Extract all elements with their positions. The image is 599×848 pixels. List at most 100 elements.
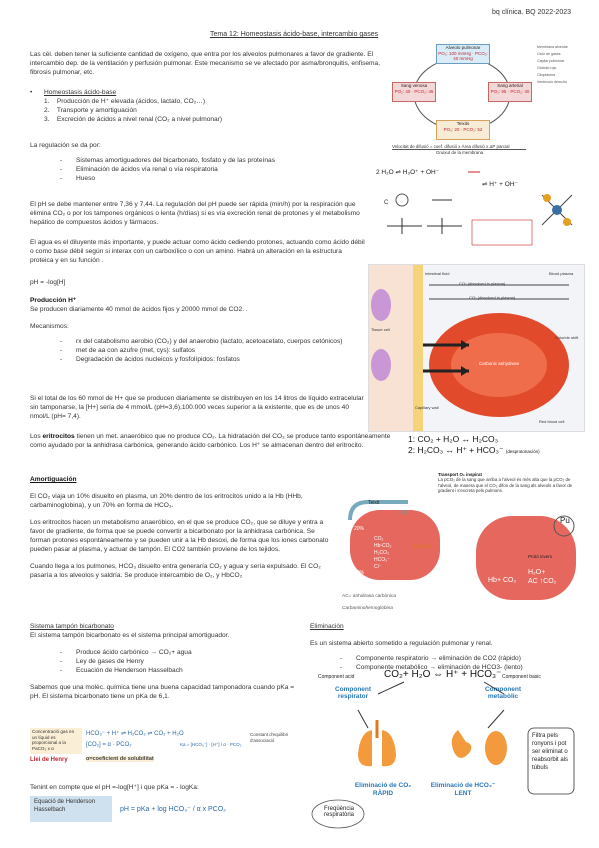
alveolus-box: Alveolo pulmonar PO₂: 100 mmHg · PCO₂: 4… xyxy=(436,44,490,64)
teixit-label: Teixit xyxy=(368,500,380,506)
elimination-lead: Es un sistema abierto sometido a regulac… xyxy=(310,640,493,647)
water-ionization-figure: 2 H₂O ⇌ H₃O⁺ + OH⁻ ⇌ H⁺ + OH⁻ C xyxy=(372,160,582,260)
ph-paragraph: El pH se debe mantener entre 7,36 y 7,44… xyxy=(30,201,360,226)
fig-label: CO₂ (dissolved in plasma) xyxy=(469,295,516,300)
buffer-heading: Amortiguación xyxy=(30,476,77,483)
elimination-section: Eliminación Es un sistema abierto someti… xyxy=(310,622,590,672)
list-item: 2. Transporte y amortiguación xyxy=(44,107,137,114)
ac-note: AC= anhidrasa carbònica xyxy=(342,594,396,599)
bicarbonate-paragraph-2: Sabemos que una molèc. química tiene una… xyxy=(30,684,295,700)
basic-component-label: Component basic xyxy=(502,674,541,680)
fig-label: Intestinal fluid xyxy=(425,271,450,276)
list-item: 3. Excreción de ácidos a nivel renal (CO… xyxy=(44,116,223,123)
pct-label: 70% xyxy=(354,570,365,576)
filter-note: Filtra pels ronyons i pot ser eliminat o… xyxy=(532,733,569,771)
equilibrium-note: Constant d'equilibri d'associació xyxy=(250,732,289,743)
henry-name: Llei de Henry xyxy=(30,757,68,763)
page-title: Tema 12: Homeostasis ácido-base, interca… xyxy=(210,31,379,38)
reaction-1: 1: CO₂ + H₂O ↔ H₂CO₃ xyxy=(408,434,499,444)
henry-figure: Concentració gas en un líquid es proporc… xyxy=(30,728,300,770)
proton-label: Protó invers xyxy=(528,554,553,559)
fig-label: Tissue cell xyxy=(371,327,390,332)
diffusion-formula: Velocitat de difusió = coef. difusió x À… xyxy=(392,144,577,155)
fig-label: Red blood cell xyxy=(539,419,565,424)
respiratory-frequency-label: Freqüència respiratòria xyxy=(323,806,355,818)
list-item: Ecuación de Henderson Hasselbach xyxy=(60,666,305,675)
arterial-box: Sang arterial PO₂: 95 · PCO₂: 40 xyxy=(488,82,532,102)
co2-transport-figure: Transport O₂ inspirat La pCO₂ de la sang… xyxy=(338,470,583,620)
lung-label: Pu xyxy=(560,516,570,525)
elimination-equation: CO₂+ H₂O ⇔ H⁺ + HCO₃⁻ xyxy=(384,669,502,680)
buffer-section: Amortiguación El CO₂ viaja un 10% disuel… xyxy=(30,475,330,580)
mechanisms-lead: Mecanismos: xyxy=(30,323,69,330)
ka-equation: Ka = [HCO₃⁻] · [H⁺] / α · PCO₂ xyxy=(180,742,242,747)
bicarbonate-section: Sistema tampón bicarbonato El sistema ta… xyxy=(30,622,305,701)
list-item: Produce ácido carbónico → CO₂+ agua xyxy=(60,648,305,657)
fig-label: CO₂ (dissolved in plasma) xyxy=(459,281,506,286)
erythrocytes-paragraph: Los eritrocitos tienen un met. anaeróbic… xyxy=(30,433,391,449)
regulation-section: La regulación se da por: Sistemas amorti… xyxy=(30,141,360,183)
list-item: Eliminación de ácidos vía renal o vía re… xyxy=(60,165,360,174)
tissues-box: Teixits PO₂: 20 · PCO₂: 52 xyxy=(436,120,490,140)
elimination-heading: Eliminación xyxy=(310,623,344,630)
henderson-box: Equació de Henderson Hasselbach xyxy=(30,796,112,822)
production-text: Se producen diariamente 40 mmol de ácido… xyxy=(30,306,248,313)
elimination-figure: Component acid Component basic CO₂+ H₂O … xyxy=(308,668,588,840)
acid-component-label: Component acid xyxy=(318,674,355,680)
bicarbonate-heading: Sistema tampón bicarbonato xyxy=(30,623,114,630)
cycle-side-legend: Membrana alveolar Ciclo de gases Capilar… xyxy=(537,45,568,84)
production-section: Producción H⁺ Se producen diariamente 40… xyxy=(30,296,365,364)
buffer-paragraph-2: Los eritrocitos hacen un metabolismo ana… xyxy=(30,519,329,553)
transport-text: Transport O₂ inspirat La pCO₂ de la sang… xyxy=(438,472,573,494)
bicarbonate-lead: El sistema tampón bicarbonato es el sist… xyxy=(30,632,230,639)
course-label: bq clínica. BQ 2022-2023 xyxy=(492,9,571,16)
production-paragraph-2: Si el total de los 60 mmol de H+ que se … xyxy=(30,395,364,420)
eliminate-hco3-label: Eliminació de HCO₃⁻ LENT xyxy=(430,782,496,797)
henry-equation-2: [CO₂] = α · PCO₂ xyxy=(86,742,132,748)
list-item: Hueso xyxy=(60,174,360,183)
svg-text:C: C xyxy=(384,200,389,206)
list-item: Componente respiratorio → eliminación de… xyxy=(340,654,590,663)
right-cell-items-2: H₂O+ AC ↑CO₂ xyxy=(528,569,557,585)
list-item: met de aa con azufre (met, cys): sulfato… xyxy=(60,346,365,355)
list-item: Degradación de ácidos nucleicos y fosfol… xyxy=(60,355,365,364)
respiratory-component-label: Component respirator xyxy=(334,686,372,700)
gas-cycle-figure: Alveolo pulmonar PO₂: 100 mmHg · PCO₂: 4… xyxy=(392,42,577,142)
list-item: Sistemas amortiguadores del bicarbonato,… xyxy=(60,156,360,165)
bicarbonate-paragraph-3: Tenint en compte que el pH =-log[H⁺] i q… xyxy=(30,784,199,791)
water-paragraph: El agua es el diluyente más importante, … xyxy=(30,239,365,264)
right-cell-hbco2: Hb-CO₂ xyxy=(498,600,523,607)
erythrocyte-co2-figure: Intestinal fluid CO₂ (dissolved in plasm… xyxy=(368,264,585,432)
homeostasis-section: • Homeostasis ácido-base 1. Producción d… xyxy=(30,88,360,124)
ph-formula: pH = -log[H] xyxy=(30,279,66,286)
water-equation-2: ⇌ H⁺ + OH⁻ xyxy=(482,181,518,188)
metabolic-component-label: Component metabòlic xyxy=(484,686,522,700)
pct-label: 20% xyxy=(354,526,365,532)
erythrocyte-label: Eritròcit xyxy=(414,544,431,550)
carbamino-label: Carbaminohemoglobina xyxy=(342,606,393,611)
venous-box: Sang venosa PO₂: 40 · PCO₂: 46 xyxy=(392,82,436,102)
buffer-paragraph-3: Cuando llega a los pulmones, HCO₃ disuel… xyxy=(30,563,321,579)
right-cell-items: Hb+ CO₂ xyxy=(488,577,517,584)
henry-equation-1: HCO₃⁻ + H⁺ ⇌ H₂CO₃ ⇌ CO₂ + H₂O xyxy=(86,731,184,737)
fig-label: Chloride shift xyxy=(555,335,579,340)
list-item: Ley de gases de Henry xyxy=(60,657,305,666)
alpha-note: α=coeficient de solubilitat xyxy=(86,756,154,762)
fig-label: Blood plasma xyxy=(549,271,574,276)
water-equation: 2 H₂O ⇌ H₃O⁺ + OH⁻ xyxy=(376,169,440,176)
left-cell-items: CO₂ Hb-CO₂ H₂CO₃ HCO₃⁻ Cl⁻ xyxy=(374,536,392,570)
list-item: Componente metabólico → eliminación de H… xyxy=(340,663,590,672)
carbonic-anhydrase-label: Carbonic anhydrase xyxy=(479,361,520,366)
pct-label: 10% xyxy=(398,510,409,516)
homeostasis-heading: Homeostasis ácido-base xyxy=(44,89,117,96)
buffer-paragraph-1: El CO₂ viaja un 10% disuelto en plasma, … xyxy=(30,493,303,509)
reactions: 1: CO₂ + H₂O ↔ H₂CO₃ 2: H₂CO₃ ↔ H⁺ + HCO… xyxy=(408,434,540,457)
fig-label: Capillary wall xyxy=(415,405,439,410)
reaction-2: 2: H₂CO₃ ↔ H⁺ + HCO₃⁻ xyxy=(408,445,504,455)
henry-box: Concentració gas en un líquid es proporc… xyxy=(30,728,82,754)
henderson-figure: Equació de Henderson Hasselbach pH = pKa… xyxy=(30,796,290,826)
henderson-equation: pH = pKa + log HCO₃⁻ / α x PCO₂ xyxy=(120,806,226,813)
intro-paragraph: Las cél. deben tener la suficiente canti… xyxy=(30,51,381,76)
list-item: 1. Producción de H⁺ elevada (ácidos, lac… xyxy=(44,98,206,105)
reaction-2-note: (desprotonación) xyxy=(505,449,540,454)
